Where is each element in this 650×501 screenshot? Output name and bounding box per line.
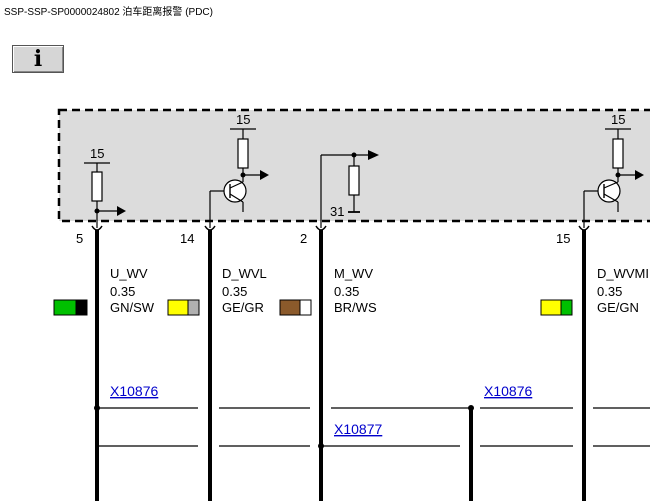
wire-cross-section: 0.35 <box>222 284 247 299</box>
pin-number: 5 <box>76 231 83 246</box>
wire-cross-section: 0.35 <box>110 284 135 299</box>
resistor-c <box>348 165 360 196</box>
pull-up-circuit-a <box>84 162 126 228</box>
wire-color-swatch <box>279 299 312 316</box>
resistor-d <box>612 138 624 169</box>
wire-cross-section: 0.35 <box>597 284 622 299</box>
wire-color-code: GE/GR <box>222 300 264 315</box>
wire-signal-name: D_WVL <box>222 266 267 281</box>
supply-label-15-d: 15 <box>611 112 625 127</box>
wire-signal-name: M_WV <box>334 266 373 281</box>
pin-number: 14 <box>180 231 194 246</box>
wire-color-code: GN/SW <box>110 300 155 315</box>
legend-swatch <box>53 299 88 316</box>
wire-cross-section: 0.35 <box>334 284 359 299</box>
wire-color-swatch <box>167 299 200 316</box>
connector-line-x10876 <box>94 405 650 411</box>
supply-label-15-a: 15 <box>90 146 104 161</box>
page-title: SSP-SSP-SP0000024802 泊车距离报警 (PDC) <box>4 7 213 18</box>
connector-line-x10877 <box>97 443 650 449</box>
transistor-circuit-b <box>209 128 269 228</box>
wire-signal-name: D_WVMI <box>597 266 649 281</box>
arrow-left-icon <box>368 150 379 160</box>
info-button[interactable]: i <box>12 45 64 73</box>
arrow-right-icon <box>117 206 126 216</box>
connector-link-x10877[interactable]: X10877 <box>334 421 382 437</box>
pin-number: 2 <box>300 231 307 246</box>
transistor-circuit-d <box>583 128 644 228</box>
pin-number: 15 <box>556 231 570 246</box>
ground-label-31: 31 <box>330 204 344 219</box>
info-icon: i <box>33 46 43 72</box>
wire-color-code: BR/WS <box>334 300 377 315</box>
connector-link-x10876[interactable]: X10876 <box>484 383 532 399</box>
supply-label-15-b: 15 <box>236 112 250 127</box>
transistor-icon <box>223 179 247 203</box>
resistor-b <box>237 138 249 169</box>
wire-signal-name: U_WV <box>110 266 148 281</box>
connector-link-x10876[interactable]: X10876 <box>110 383 158 399</box>
ground-circuit-c <box>320 150 379 228</box>
wire-color-code: GE/GN <box>597 300 639 315</box>
wire-color-swatch <box>540 299 573 316</box>
arrow-right-icon <box>260 170 269 180</box>
transistor-icon <box>597 179 621 203</box>
arrow-right-icon <box>635 170 644 180</box>
pin-terminals <box>91 225 590 231</box>
resistor-a <box>91 171 103 202</box>
